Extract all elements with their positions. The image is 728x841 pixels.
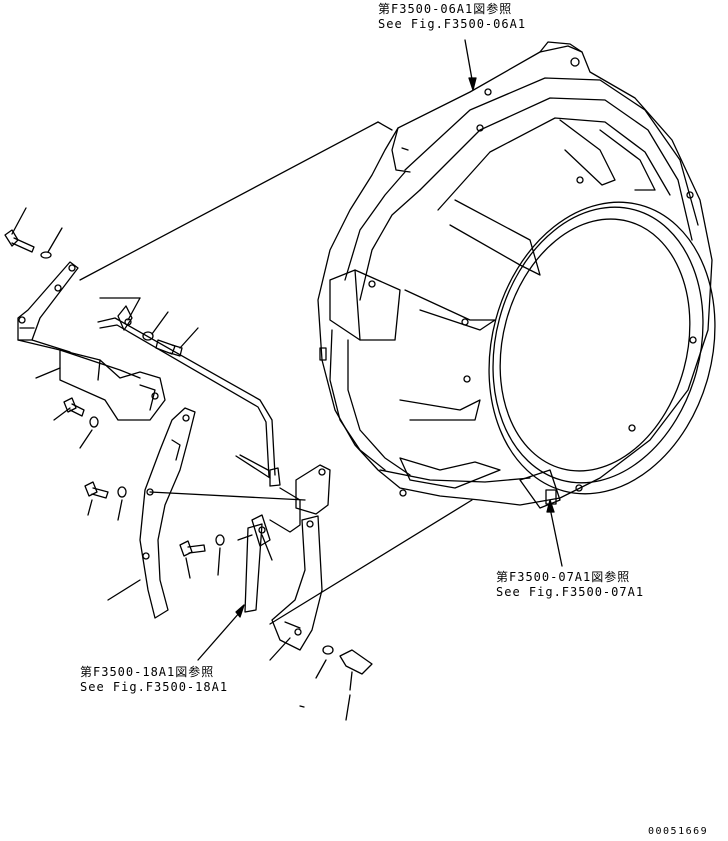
- reference-left-en: See Fig.F3500-18A1: [80, 680, 229, 694]
- upper-bracket: [18, 262, 140, 378]
- reference-right-jp: 第F3500-07A1図参照: [496, 570, 631, 584]
- plate-right-upper: [252, 465, 330, 546]
- reference-top-en: See Fig.F3500-06A1: [378, 17, 527, 31]
- reference-top-jp: 第F3500-06A1図参照: [378, 2, 513, 16]
- reference-right-en: See Fig.F3500-07A1: [496, 585, 645, 599]
- plate-right-lower: [272, 516, 322, 650]
- bracket-left-vertical: [140, 408, 195, 618]
- leader-lines: [80, 40, 562, 660]
- plate-center-vertical: [238, 524, 262, 612]
- reference-left-jp: 第F3500-18A1図参照: [80, 665, 215, 679]
- bracket-left-mid: [60, 350, 165, 420]
- linkage-rod: [98, 306, 280, 486]
- reference-top: 第F3500-06A1図参照 See Fig.F3500-06A1: [378, 2, 526, 32]
- bolt-left-2: [85, 482, 126, 498]
- bolt-lower-right: [323, 646, 372, 690]
- flywheel-housing: [318, 42, 728, 519]
- bolt-left-1: [64, 398, 98, 427]
- item-leader-ticks: [12, 208, 350, 720]
- bolt-middle: [143, 332, 182, 356]
- bolt-center: [180, 535, 224, 556]
- reference-right: 第F3500-07A1図参照 See Fig.F3500-07A1: [496, 570, 644, 600]
- drawing-number: 00051669: [648, 826, 709, 837]
- bolt-upper-left: [5, 230, 51, 258]
- reference-left: 第F3500-18A1図参照 See Fig.F3500-18A1: [80, 665, 228, 695]
